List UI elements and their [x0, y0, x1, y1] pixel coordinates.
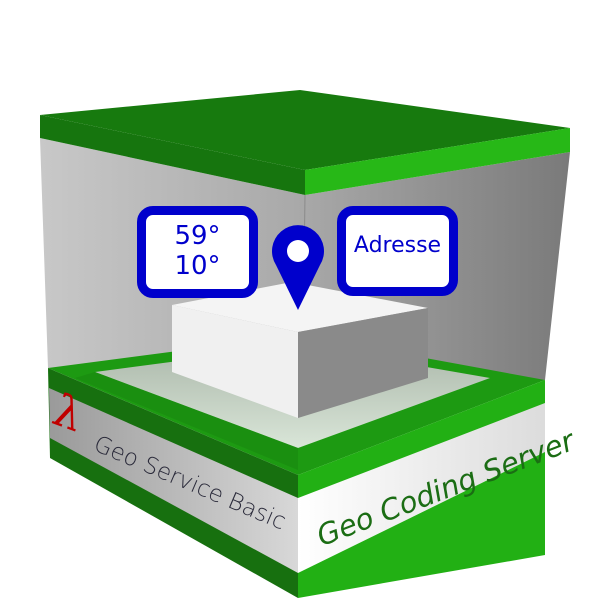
- block-right: [298, 308, 428, 418]
- lid-top: [40, 90, 570, 170]
- rim-inner-left: [75, 372, 298, 470]
- coordinates-tag: 59° 10°: [137, 206, 258, 298]
- lid-left: [40, 115, 305, 195]
- latitude-value: 59°: [174, 221, 221, 252]
- band-right-label: [298, 403, 545, 573]
- lid-right: [305, 128, 570, 195]
- longitude-value: 10°: [174, 251, 221, 281]
- address-label: Adresse: [353, 233, 442, 258]
- block-left: [172, 305, 298, 418]
- location-pin-icon: [271, 225, 324, 310]
- band-left-label: [49, 388, 298, 573]
- address-tag: Adresse: [337, 206, 458, 296]
